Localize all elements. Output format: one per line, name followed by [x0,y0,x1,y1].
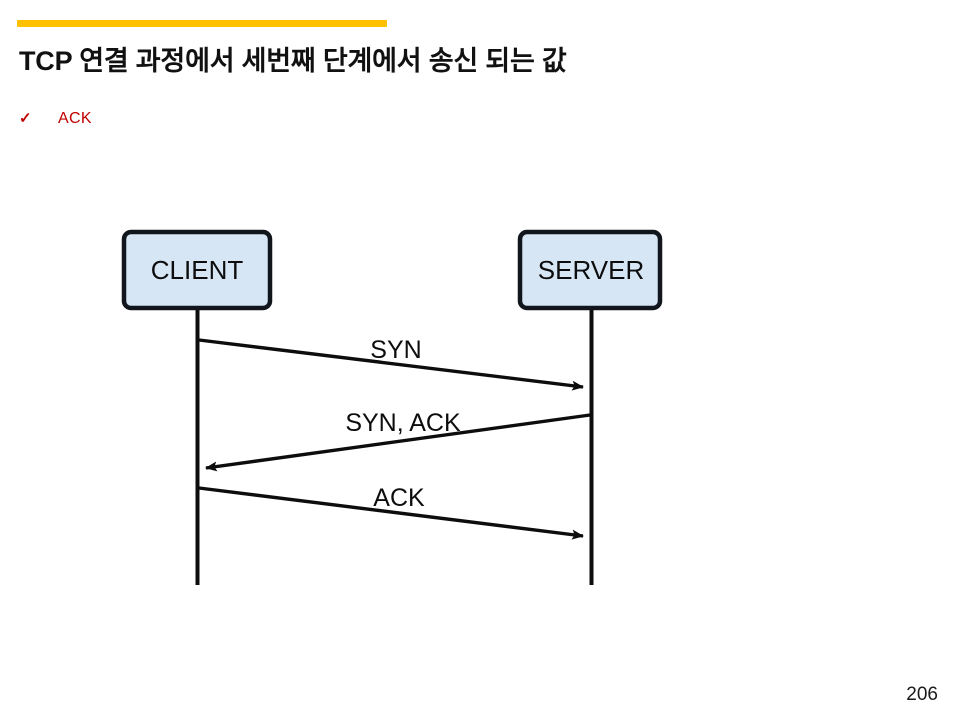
page-number: 206 [906,684,938,705]
client-node-label: CLIENT [151,255,244,285]
message-label-syn: SYN [370,336,421,364]
list-item: ✓ ACK [19,108,92,130]
check-icon: ✓ [19,110,32,127]
tcp-handshake-diagram: CLIENT SERVER SYN SYN, ACK ACK [100,215,700,605]
bullet-label: ACK [58,110,92,127]
message-label-syn-ack: SYN, ACK [345,409,461,437]
message-arrow-syn-ack [205,413,591,472]
server-node-box [517,229,663,311]
message-arrow-syn [198,338,584,391]
client-node-box [121,229,273,311]
message-label-ack: ACK [373,484,425,512]
server-node-label: SERVER [538,255,644,285]
message-arrow-ack [198,486,584,540]
title-accent-bar [17,20,387,27]
page-title: TCP 연결 과정에서 세번째 단계에서 송신 되는 값 [19,46,567,76]
